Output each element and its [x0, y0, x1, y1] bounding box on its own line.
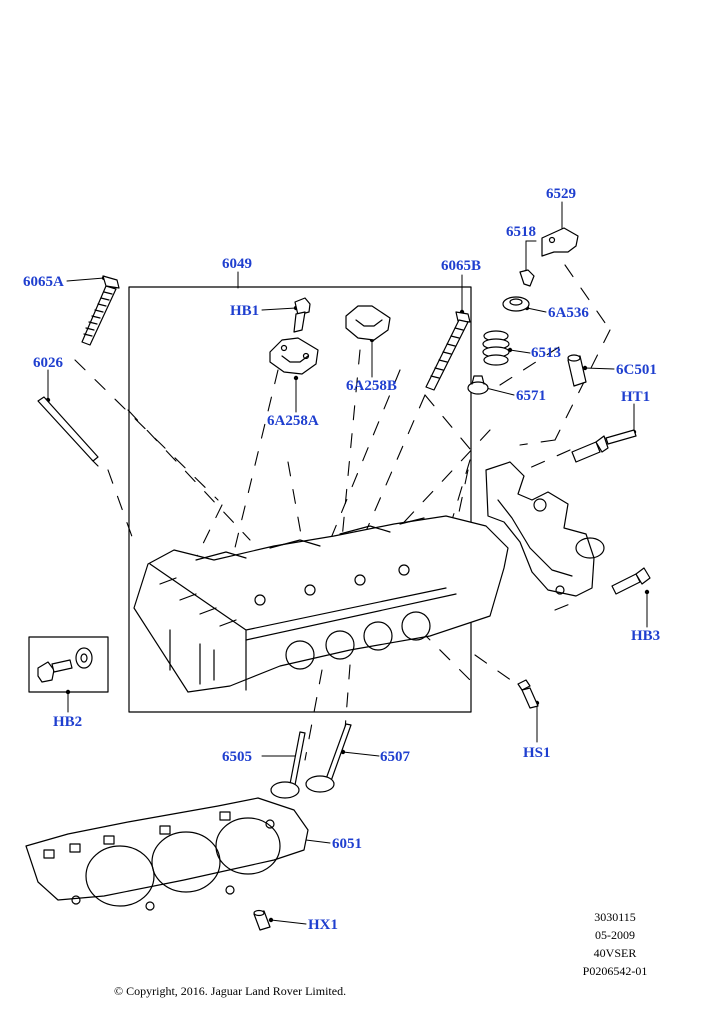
roller-finger-follower-6529 — [541, 227, 579, 257]
callout-6026[interactable]: 6026 — [33, 355, 63, 371]
cylinder-head-bolt-6065a — [81, 275, 120, 346]
intake-valve-6505 — [270, 731, 306, 799]
cylinder-head-bolt-6065b — [425, 311, 471, 391]
leader-lines — [47, 201, 648, 925]
reference-illustration-id: P0206542-01 — [582, 964, 648, 978]
callout-6a536[interactable]: 6A536 — [548, 305, 589, 321]
callout-6a258b[interactable]: 6A258B — [346, 378, 397, 394]
cylinder-head-group-box — [128, 286, 472, 713]
reference-date: 05-2009 — [595, 928, 635, 942]
callout-hx1[interactable]: HX1 — [308, 917, 338, 933]
stud-hs1 — [517, 679, 539, 709]
callout-6049[interactable]: 6049 — [222, 256, 252, 272]
bolt-hb2 — [37, 647, 93, 683]
exhaust-valve-6507 — [305, 723, 352, 793]
callout-hs1[interactable]: HS1 — [523, 745, 551, 761]
spring-retainer-6a536 — [502, 296, 530, 312]
reference-model: 40VSER — [593, 946, 637, 960]
bolt-hb3 — [611, 567, 651, 595]
bolt-ht1 — [571, 429, 637, 463]
cylinder-head-6049 — [133, 515, 509, 693]
dowel-hx1 — [253, 909, 271, 931]
valve-stem-seal-6571 — [467, 375, 489, 395]
callout-6529[interactable]: 6529 — [546, 186, 576, 202]
valve-spring-6513 — [482, 330, 510, 366]
callout-6507[interactable]: 6507 — [380, 749, 410, 765]
valve-collets-6518 — [519, 269, 535, 287]
callout-6065a[interactable]: 6065A — [23, 274, 64, 290]
callout-6051[interactable]: 6051 — [332, 836, 362, 852]
camshaft-cap-6a258a — [269, 337, 319, 375]
callout-6c501[interactable]: 6C501 — [616, 362, 657, 378]
callout-hb3[interactable]: HB3 — [631, 628, 661, 644]
callout-ht1[interactable]: HT1 — [621, 389, 651, 405]
callout-hb2[interactable]: HB2 — [53, 714, 83, 730]
callout-6065b[interactable]: 6065B — [441, 258, 482, 274]
camshaft-cap-6a258b — [345, 305, 391, 341]
callout-hb1[interactable]: HB1 — [230, 303, 260, 319]
diagram-reference-block: 3030115 05-2009 40VSER P0206542-01 — [570, 910, 660, 978]
copyright-notice: © Copyright, 2016. Jaguar Land Rover Lim… — [114, 984, 347, 998]
long-stud-6026 — [37, 396, 99, 467]
bolt-hb1 — [293, 297, 311, 333]
head-gasket-6051 — [25, 797, 309, 911]
callout-6505[interactable]: 6505 — [222, 749, 252, 765]
callout-6518[interactable]: 6518 — [506, 224, 536, 240]
lash-adjuster-6c501 — [567, 354, 587, 387]
callout-6513[interactable]: 6513 — [531, 345, 561, 361]
engine-mount-bracket — [485, 461, 605, 597]
callout-6a258a[interactable]: 6A258A — [267, 413, 319, 429]
callout-6571[interactable]: 6571 — [516, 388, 546, 404]
reference-number: 3030115 — [594, 910, 636, 924]
